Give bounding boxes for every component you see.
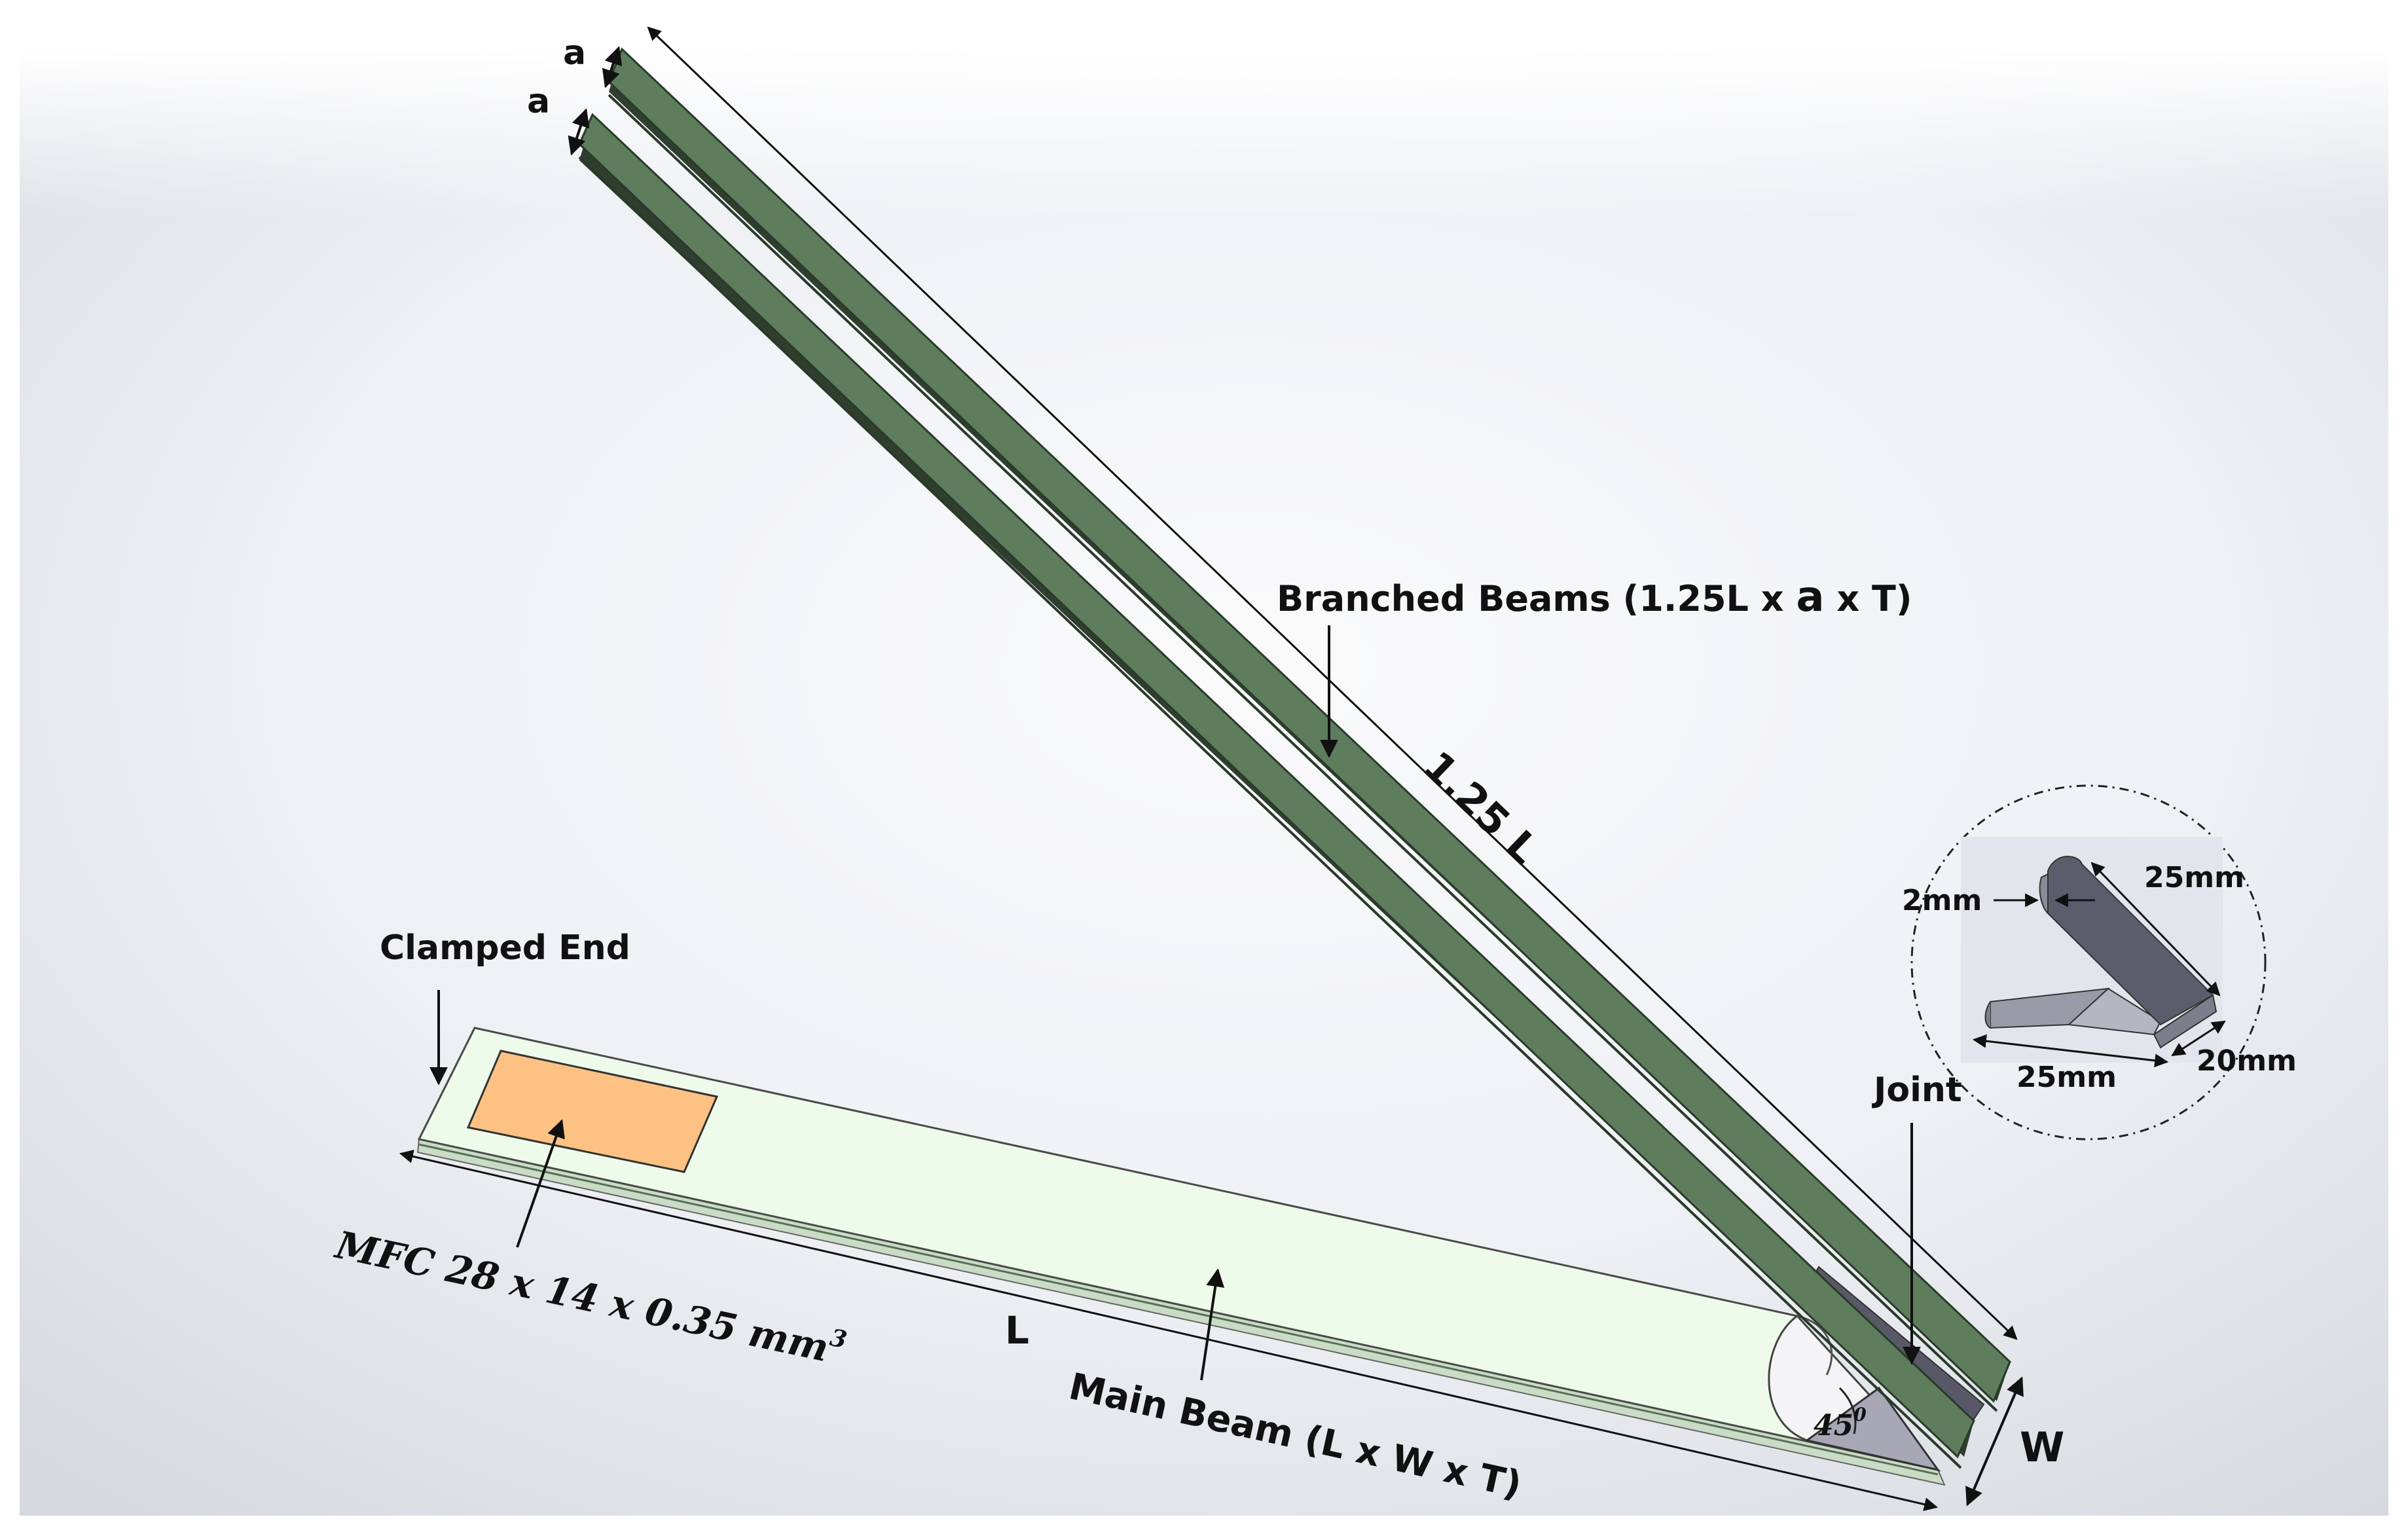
dim-main-length-line [399, 1150, 1939, 1511]
detail-width-arrow [2171, 1020, 2226, 1057]
detail-top-length-label: 25mm [2144, 861, 2244, 894]
dim-a-bottom-arrow [568, 108, 590, 156]
detail-bottom-length-arrow [1972, 1034, 2169, 1068]
dim-a-top-arrow [602, 46, 623, 88]
dim-width-arrow [1965, 1376, 2024, 1507]
detail-circle [1910, 784, 2267, 1141]
dim-a-top-label: a [563, 33, 586, 73]
background-top-fade [20, 49, 2388, 219]
joint-detail-inset: 2mm 25mm 25mm 20mm [1902, 784, 2297, 1141]
detail-top-length-arrow [2090, 862, 2221, 996]
dim-branch-length-line [647, 26, 2018, 1340]
clamped-end-label: Clamped End [380, 928, 630, 968]
main-length-label: L [1005, 1308, 1029, 1353]
detail-bottom-length-label: 25mm [2016, 1061, 2117, 1094]
dim-a-bottom-label: a [527, 82, 550, 121]
detail-width-label: 20mm [2197, 1044, 2297, 1078]
width-label: W [2020, 1423, 2064, 1471]
main-beam-pointer [1200, 1268, 1225, 1381]
detail-thickness-label: 2mm [1902, 884, 1982, 917]
branched-beams-label: Branched Beams (1.25L x a x T) [1277, 573, 1912, 621]
joint-label: Joint [1872, 1070, 1962, 1110]
